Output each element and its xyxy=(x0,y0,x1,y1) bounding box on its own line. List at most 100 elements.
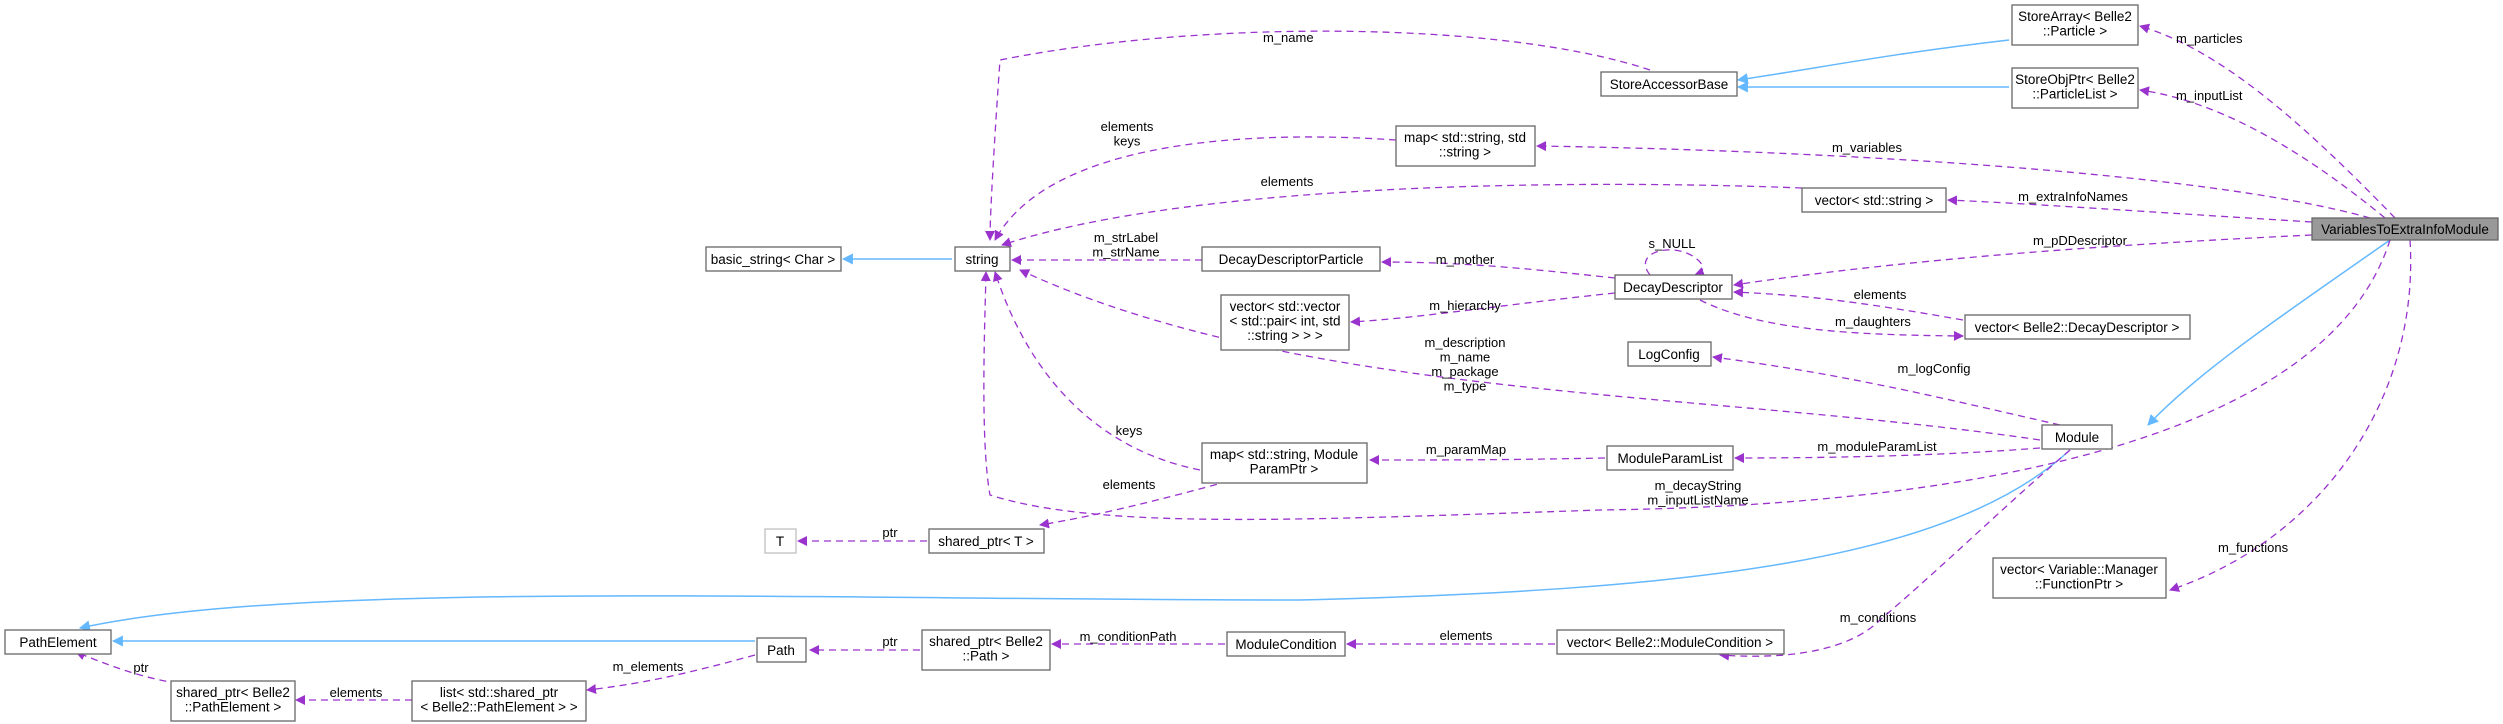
node-pathelement[interactable]: PathElement xyxy=(4,629,112,655)
text-line: ::FunctionPtr > xyxy=(2035,577,2123,592)
text-line: m_description xyxy=(1425,335,1506,350)
node-shared-ptr-t[interactable]: shared_ptr< T > xyxy=(928,528,1045,554)
text-line: DecayDescriptorParticle xyxy=(1219,252,1364,267)
text-line: elements xyxy=(330,685,383,700)
label-m-conditionpath: m_conditionPath xyxy=(1080,629,1177,644)
edge-m-logconfig xyxy=(1712,353,2061,426)
text-line: m_particles xyxy=(2176,31,2243,46)
node-shared-ptr-path[interactable]: shared_ptr< Belle2::Path > xyxy=(921,629,1051,671)
node-list-shared-ptr-pathelement[interactable]: list< std::shared_ptr< Belle2::PathEleme… xyxy=(411,680,587,722)
text-line: m_variables xyxy=(1832,140,1903,155)
label-m-variables: m_variables xyxy=(1832,140,1903,155)
text-line: < std::pair< int, std xyxy=(1229,314,1340,329)
text-line: ::PathElement > xyxy=(185,700,282,715)
svg-text:StoreAccessorBase: StoreAccessorBase xyxy=(1610,77,1729,92)
text-line: m_conditionPath xyxy=(1080,629,1177,644)
node-storeobjptr-particlelist[interactable]: StoreObjPtr< Belle2::ParticleList > xyxy=(2011,67,2139,109)
node-shared-ptr-pathelement[interactable]: shared_ptr< Belle2::PathElement > xyxy=(170,680,296,722)
text-line: ParamPtr > xyxy=(1250,462,1319,477)
node-path[interactable]: Path xyxy=(756,637,807,663)
text-line: vector< Variable::Manager xyxy=(2000,562,2158,577)
text-line: m_moduleParamList xyxy=(1817,439,1937,454)
node-vector-decaydescriptor[interactable]: vector< Belle2::DecayDescriptor > xyxy=(1964,314,2191,340)
text-line: elements xyxy=(1854,287,1907,302)
text-line: elements xyxy=(1261,174,1314,189)
edge-m-inputlist xyxy=(2139,86,2386,219)
edge-storearray-to-storeaccessorbase xyxy=(1736,39,2010,85)
label-m-mother: m_mother xyxy=(1436,252,1495,267)
label-m-daughters: m_daughters xyxy=(1835,314,1911,329)
svg-text:DecayDescriptorParticle: DecayDescriptorParticle xyxy=(1219,252,1364,267)
text-line: m_type xyxy=(1444,379,1487,394)
node-logconfig[interactable]: LogConfig xyxy=(1627,341,1712,367)
svg-text:vector< Belle2::ModuleConditio: vector< Belle2::ModuleCondition > xyxy=(1567,635,1773,650)
node-decaydescriptor[interactable]: DecayDescriptor xyxy=(1614,274,1733,300)
svg-text:ModuleCondition: ModuleCondition xyxy=(1235,637,1336,652)
node-vector-string[interactable]: vector< std::string > xyxy=(1801,187,1947,213)
text-line: m_package xyxy=(1431,364,1498,379)
text-line: StoreArray< Belle2 xyxy=(2018,9,2132,24)
node-string[interactable]: string xyxy=(954,246,1011,272)
text-line: keys xyxy=(1116,423,1143,438)
label-m-elements: m_elements xyxy=(613,659,684,674)
edge-vector-string-elements xyxy=(1001,183,1803,247)
label-cond-elements: elements xyxy=(1440,628,1493,643)
svg-text:vector< std::string >: vector< std::string > xyxy=(1815,193,1934,208)
node-map-string-string[interactable]: map< std::string, std::string > xyxy=(1395,125,1536,167)
svg-text:vector< std::vector< std::pair: vector< std::vector< std::pair< int, std… xyxy=(1229,299,1340,343)
node-moduleparamlist[interactable]: ModuleParamList xyxy=(1606,445,1734,471)
svg-text:shared_ptr< T >: shared_ptr< T > xyxy=(938,534,1034,549)
node-variablestoextrainfomodule[interactable]: VariablesToExtraInfoModule xyxy=(2311,217,2499,241)
edge-m-particles xyxy=(2139,23,2396,219)
edge-m-parammap xyxy=(1369,454,1606,465)
nodes: VariablesToExtraInfoModule StoreArray< B… xyxy=(4,4,2499,722)
node-vector-functionptr[interactable]: vector< Variable::Manager::FunctionPtr > xyxy=(1992,557,2167,599)
node-module[interactable]: Module xyxy=(2041,424,2113,450)
node-storearray-particle[interactable]: StoreArray< Belle2::Particle > xyxy=(2011,4,2139,46)
label-m-hierarchy: m_hierarchy xyxy=(1429,298,1501,313)
svg-text:T: T xyxy=(776,534,784,549)
svg-text:LogConfig: LogConfig xyxy=(1638,347,1700,362)
label-m-logconfig: m_logConfig xyxy=(1898,361,1971,376)
edge-m-variables xyxy=(1536,141,2371,219)
edges xyxy=(75,23,2412,705)
node-modulecondition[interactable]: ModuleCondition xyxy=(1226,631,1346,657)
node-t[interactable]: T xyxy=(764,528,797,554)
label-vector-string-elements: elements xyxy=(1261,174,1314,189)
svg-text:Path: Path xyxy=(767,643,795,658)
label-ptr-path: ptr xyxy=(882,634,898,649)
text-line: ptr xyxy=(133,660,149,675)
svg-text:Module: Module xyxy=(2055,430,2099,445)
text-line: m_mother xyxy=(1436,252,1495,267)
text-line: < Belle2::PathElement > > xyxy=(420,700,577,715)
text-line: vector< std::vector xyxy=(1230,299,1341,314)
label-map-keys: keys xyxy=(1116,423,1143,438)
text-line: map< std::string, std xyxy=(1404,130,1526,145)
label-map-elements: elements xyxy=(1103,477,1156,492)
edge-m-elements xyxy=(586,654,756,694)
svg-text:StoreArray< Belle2::Particle >: StoreArray< Belle2::Particle > xyxy=(2018,9,2132,39)
node-basic-string-char[interactable]: basic_string< Char > xyxy=(705,246,842,272)
label-m-extrainfonames: m_extraInfoNames xyxy=(2018,189,2128,204)
svg-text:PathElement: PathElement xyxy=(19,635,97,650)
node-decaydescriptorparticle[interactable]: DecayDescriptorParticle xyxy=(1201,246,1381,272)
edge-variables-to-module xyxy=(2147,239,2391,426)
svg-text:StoreObjPtr< Belle2::ParticleL: StoreObjPtr< Belle2::ParticleList > xyxy=(2015,72,2135,102)
edge-m-name-accessor xyxy=(985,30,1651,241)
text-line: keys xyxy=(1114,134,1141,149)
edge-m-daughters xyxy=(1699,299,1964,341)
text-line: ModuleCondition xyxy=(1235,637,1336,652)
node-storeaccessorbase[interactable]: StoreAccessorBase xyxy=(1600,71,1738,97)
text-line: vector< Belle2::ModuleCondition > xyxy=(1567,635,1773,650)
text-line: basic_string< Char > xyxy=(711,252,836,267)
label-ptr-t: ptr xyxy=(882,525,898,540)
node-vector-vector-pair[interactable]: vector< std::vector< std::pair< int, std… xyxy=(1220,294,1350,351)
node-vector-modulecondition[interactable]: vector< Belle2::ModuleCondition > xyxy=(1556,629,1785,655)
svg-text:VariablesToExtraInfoModule: VariablesToExtraInfoModule xyxy=(2321,222,2489,237)
